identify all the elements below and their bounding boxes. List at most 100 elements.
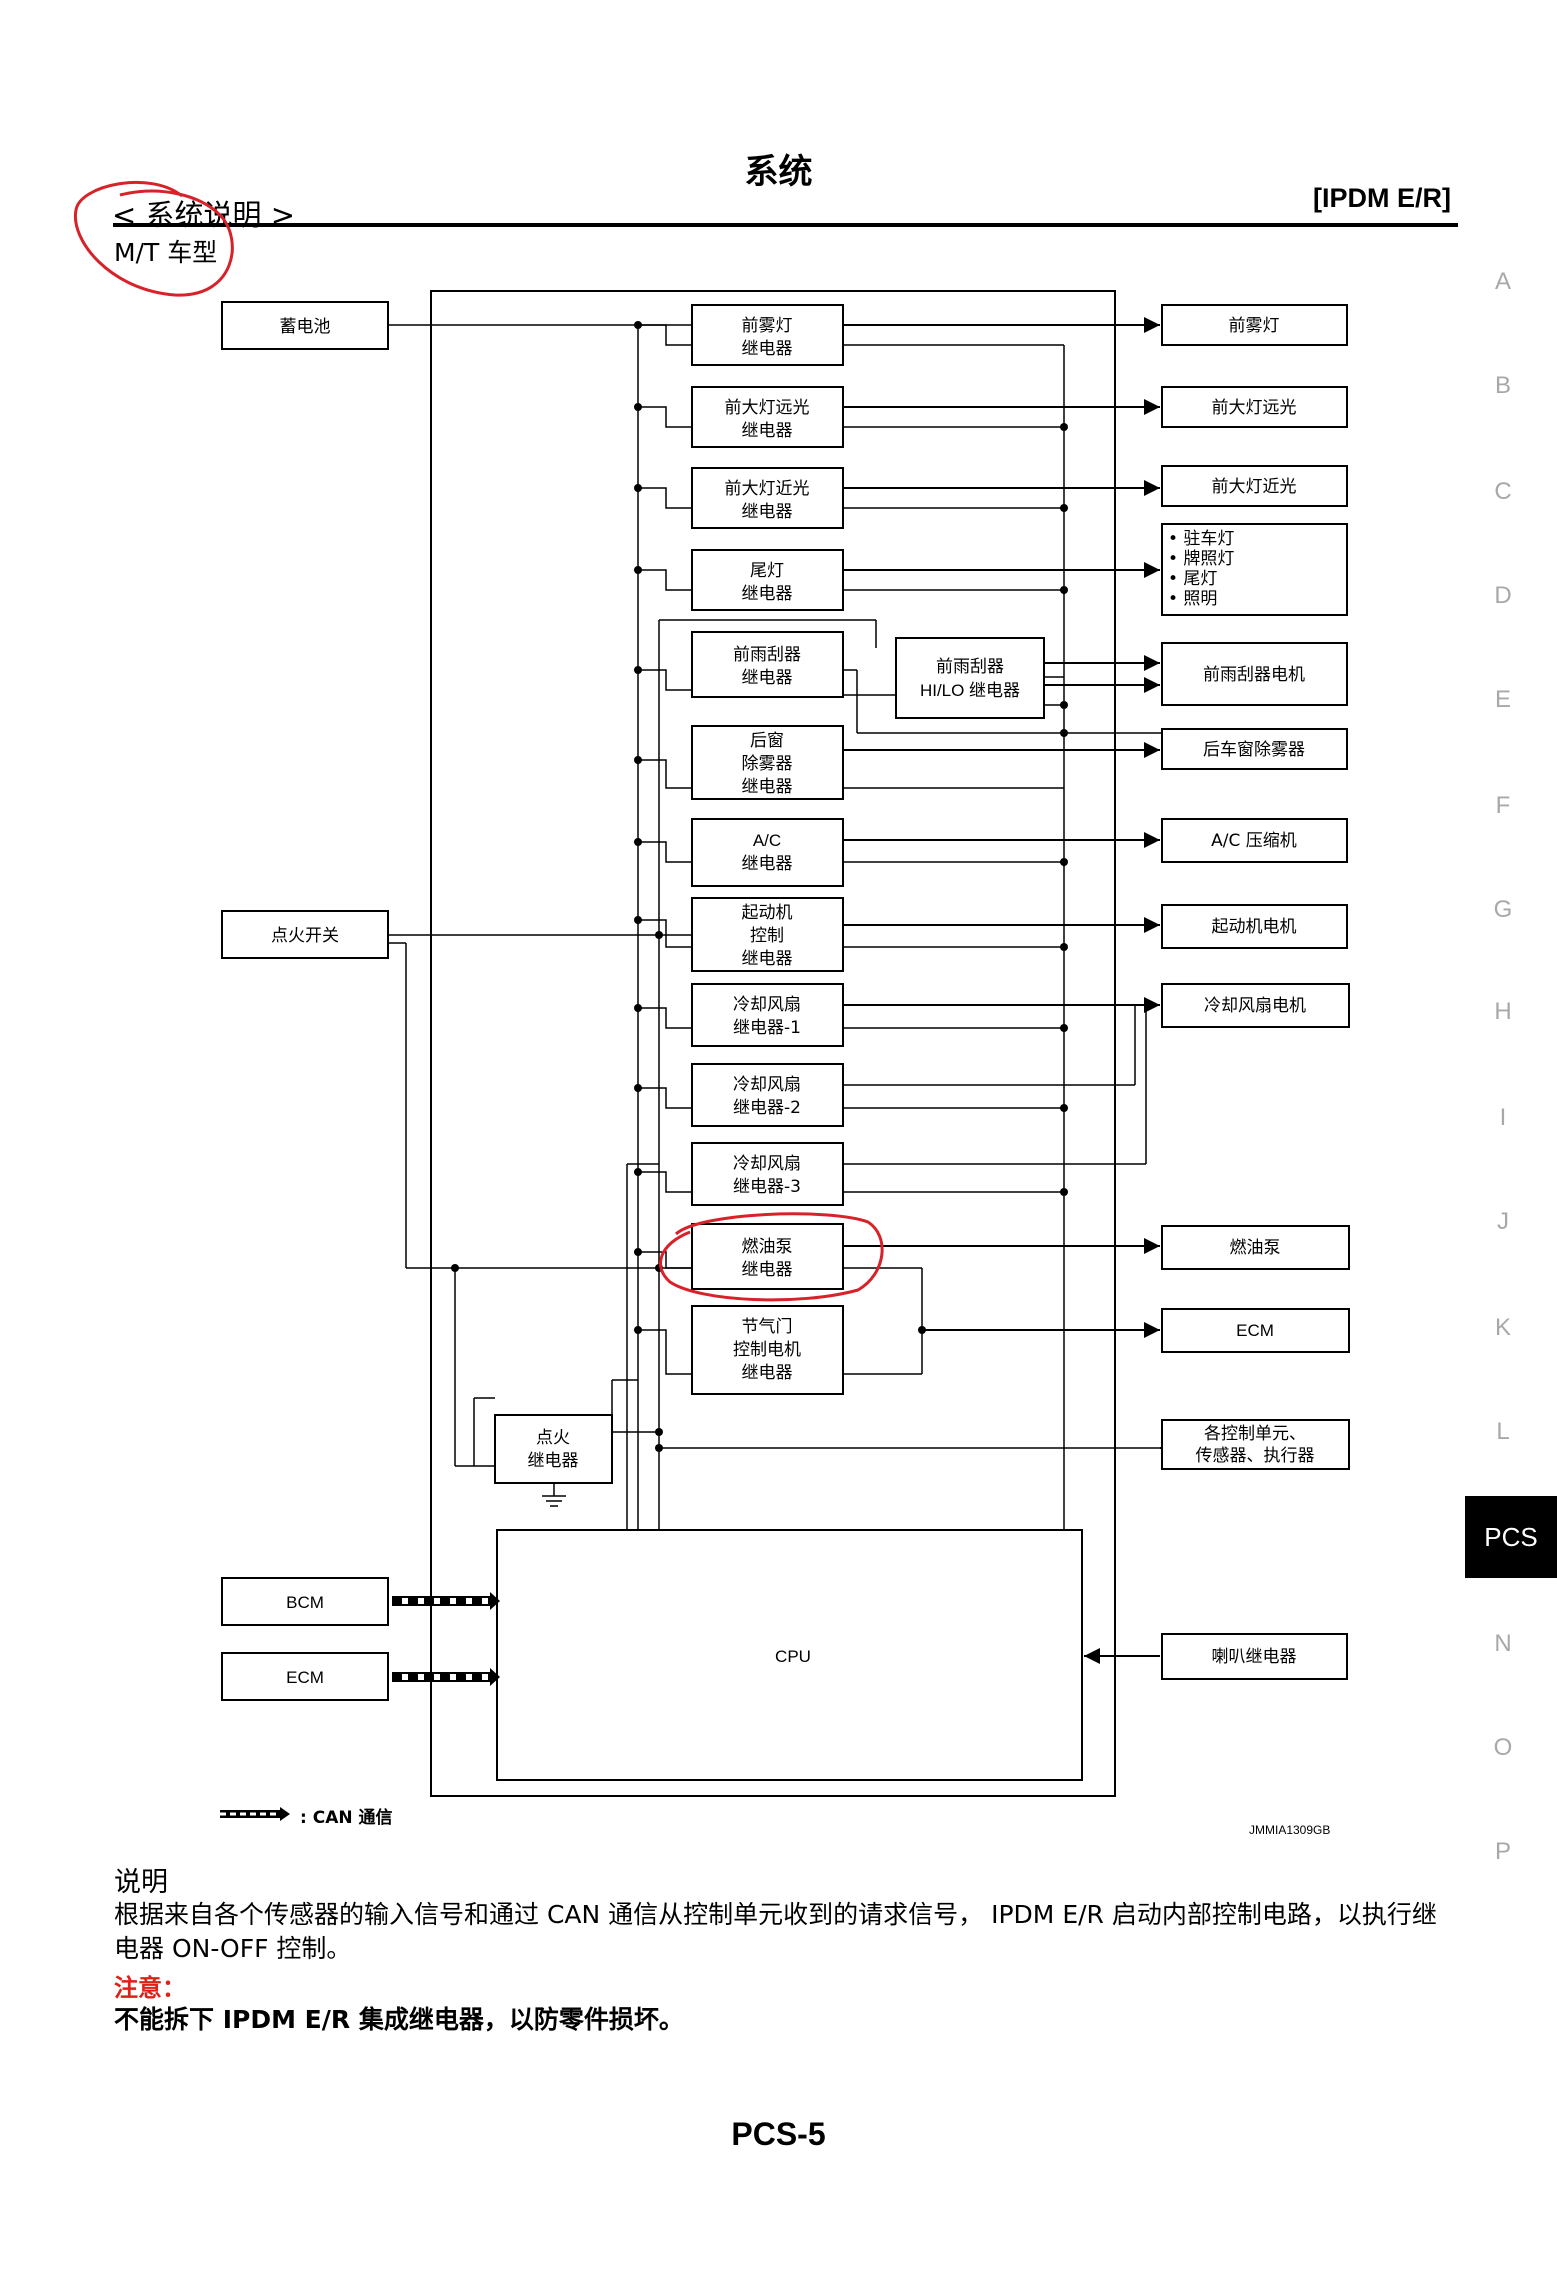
svg-text:继电器: 继电器 — [742, 949, 793, 969]
battery-box: 蓄电池 — [221, 301, 389, 350]
svg-text:• 照明: • 照明 — [1168, 589, 1217, 609]
relay-ac: A/C 继电器 — [691, 818, 844, 887]
svg-text:传感器、执行器: 传感器、执行器 — [1196, 1446, 1315, 1466]
svg-text:前大灯远光: 前大灯远光 — [1212, 398, 1297, 418]
figure-code: JMMIA1309GB — [1249, 1823, 1331, 1837]
svg-text:除雾器: 除雾器 — [742, 754, 793, 774]
side-index-e[interactable]: E — [1494, 686, 1511, 713]
output-ecm: ECM — [1161, 1308, 1350, 1353]
svg-text:燃油泵: 燃油泵 — [742, 1237, 793, 1257]
svg-text:A/C: A/C — [753, 831, 781, 850]
svg-text:继电器: 继电器 — [742, 421, 793, 441]
relay-fan-1: 冷却风扇 继电器-1 — [691, 983, 844, 1047]
side-index-c[interactable]: C — [1494, 478, 1512, 505]
output-head-lo-lamp: 前大灯近光 — [1161, 465, 1348, 507]
svg-text:A/C 压缩机: A/C 压缩机 — [1211, 831, 1297, 851]
relay-wiper-hilo: 前雨刮器 HI/LO 继电器 — [895, 637, 1045, 719]
page-number: PCS-5 — [731, 2116, 826, 2152]
svg-text:起动机: 起动机 — [742, 903, 793, 923]
side-index-k[interactable]: K — [1494, 1314, 1511, 1341]
caution-heading: 注意： — [114, 1974, 186, 2002]
page-title: 系统 — [744, 152, 813, 192]
side-index-n[interactable]: N — [1494, 1630, 1512, 1657]
svg-text:前大灯近光: 前大灯近光 — [725, 479, 810, 499]
svg-text:冷却风扇: 冷却风扇 — [733, 1075, 801, 1095]
bcm-label: BCM — [286, 1593, 324, 1612]
svg-text:各控制单元、: 各控制单元、 — [1204, 1424, 1306, 1444]
side-index-i[interactable]: I — [1499, 1104, 1507, 1131]
svg-text:继电器: 继电器 — [742, 777, 793, 797]
svg-text:尾灯: 尾灯 — [750, 561, 784, 581]
can-links — [392, 1592, 500, 1686]
svg-text:• 尾灯: • 尾灯 — [1168, 569, 1217, 589]
svg-text:• 牌照灯: • 牌照灯 — [1168, 549, 1234, 569]
relay-front-fog: 前雾灯 继电器 — [691, 304, 844, 366]
svg-text:控制: 控制 — [750, 926, 784, 946]
svg-text:后窗: 后窗 — [750, 731, 784, 751]
annotation-marks — [73, 181, 884, 1302]
svg-text:冷却风扇: 冷却风扇 — [733, 1154, 801, 1174]
side-index-o[interactable]: O — [1493, 1734, 1513, 1761]
svg-text:继电器: 继电器 — [742, 1363, 793, 1383]
header-rule — [113, 223, 1458, 227]
side-index-h[interactable]: H — [1494, 998, 1512, 1025]
output-rear-defogger: 后车窗除雾器 — [1161, 728, 1348, 770]
svg-text:继电器-2: 继电器-2 — [733, 1098, 801, 1118]
svg-text:继电器-3: 继电器-3 — [733, 1177, 801, 1197]
side-index-l[interactable]: L — [1496, 1418, 1510, 1445]
relay-fan-2: 冷却风扇 继电器-2 — [691, 1063, 844, 1127]
ipdm-system-diagram: 蓄电池 点火开关 BCM ECM — [73, 181, 1350, 1821]
can-legend-label: : CAN 通信 — [300, 1808, 393, 1828]
side-index-b[interactable]: B — [1494, 372, 1511, 399]
side-index-a[interactable]: A — [1494, 268, 1511, 295]
svg-text:• 驻车灯: • 驻车灯 — [1168, 529, 1234, 549]
battery-label: 蓄电池 — [280, 317, 331, 337]
side-index-g[interactable]: G — [1493, 896, 1513, 923]
ignition-switch-box: 点火开关 — [221, 910, 389, 959]
output-control-units: 各控制单元、 传感器、执行器 — [1161, 1419, 1350, 1470]
relay-tail: 尾灯 继电器 — [691, 549, 844, 611]
relay-ignition: 点火 继电器 — [494, 1414, 613, 1484]
relay-fan-3: 冷却风扇 继电器-3 — [691, 1142, 844, 1206]
svg-text:后车窗除雾器: 后车窗除雾器 — [1203, 740, 1305, 760]
module-code: [IPDM E/R] — [1313, 183, 1451, 213]
cpu-label: CPU — [775, 1647, 811, 1666]
svg-text:继电器-1: 继电器-1 — [733, 1018, 801, 1038]
output-starter-motor: 起动机电机 — [1161, 904, 1348, 949]
svg-text:前雨刮器电机: 前雨刮器电机 — [1203, 665, 1305, 685]
output-wiper-motor: 前雨刮器电机 — [1161, 642, 1348, 706]
svg-text:燃油泵: 燃油泵 — [1230, 1238, 1281, 1258]
svg-text:节气门: 节气门 — [742, 1317, 793, 1337]
relay-rear-defog: 后窗 除雾器 继电器 — [691, 725, 844, 800]
relay-throttle: 节气门 控制电机 继电器 — [691, 1305, 844, 1395]
svg-text:继电器: 继电器 — [742, 502, 793, 522]
output-head-hi-lamp: 前大灯远光 — [1161, 386, 1348, 428]
relay-taps — [638, 324, 692, 1375]
caution-body: 不能拆下 IPDM E/R 集成继电器，以防零件损坏。 — [114, 2005, 684, 2034]
svg-text:前雨刮器: 前雨刮器 — [936, 657, 1004, 677]
relay-head-lo: 前大灯近光 继电器 — [691, 467, 844, 529]
cpu-block: CPU — [496, 1529, 1083, 1781]
junction-dots — [451, 321, 1068, 1452]
side-index-p[interactable]: P — [1494, 1838, 1511, 1865]
description-body: 根据来自各个传感器的输入信号和通过 CAN 通信从控制单元收到的请求信号， IP… — [114, 1900, 1437, 1963]
svg-text:继电器: 继电器 — [742, 1260, 793, 1280]
ecm-input-label: ECM — [286, 1668, 324, 1687]
svg-text:起动机电机: 起动机电机 — [1212, 917, 1297, 937]
side-index-f[interactable]: F — [1495, 792, 1511, 819]
side-index-d[interactable]: D — [1494, 582, 1512, 609]
svg-text:继电器: 继电器 — [742, 668, 793, 688]
relay-wiper: 前雨刮器 继电器 — [691, 631, 844, 698]
side-index-pcs-active[interactable]: PCS — [1465, 1496, 1557, 1578]
side-index-j[interactable]: J — [1497, 1208, 1509, 1235]
svg-text:HI/LO 继电器: HI/LO 继电器 — [920, 681, 1020, 700]
svg-text:喇叭继电器: 喇叭继电器 — [1212, 1647, 1297, 1667]
svg-text:ECM: ECM — [1236, 1321, 1274, 1340]
svg-text:前雾灯: 前雾灯 — [1229, 316, 1280, 336]
relay-fuel-pump: 燃油泵 继电器 — [691, 1223, 844, 1290]
svg-text:继电器: 继电器 — [742, 584, 793, 604]
svg-text:继电器: 继电器 — [742, 339, 793, 359]
bcm-box: BCM — [221, 1577, 389, 1626]
svg-text:前大灯近光: 前大灯近光 — [1212, 477, 1297, 497]
svg-text:继电器: 继电器 — [742, 854, 793, 874]
